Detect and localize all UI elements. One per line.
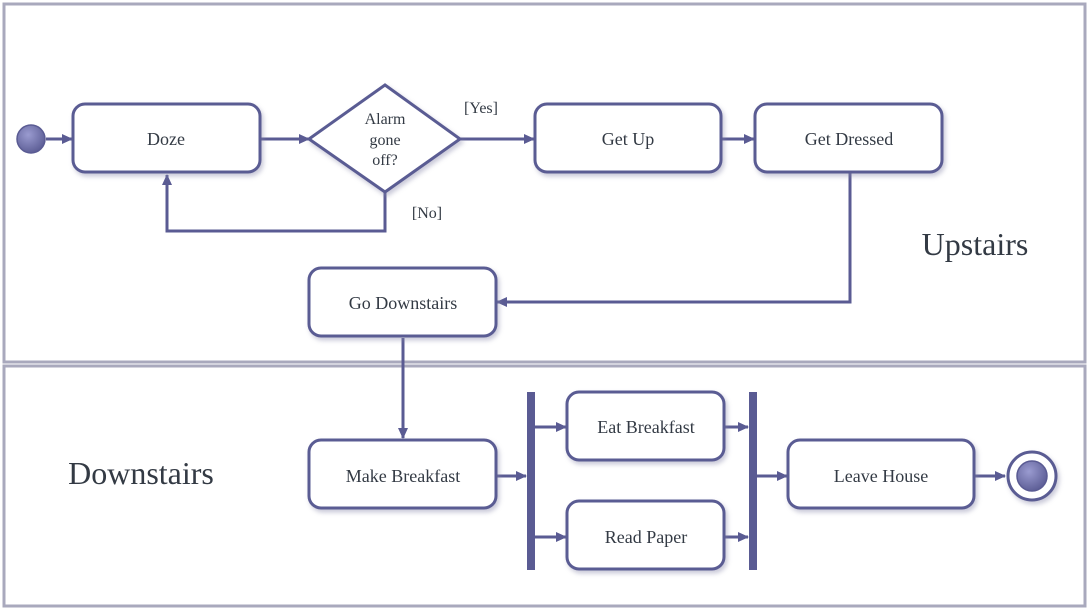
node-get-up-label: Get Up <box>602 129 655 149</box>
guard-no: [No] <box>412 205 442 222</box>
node-eat-breakfast-label: Eat Breakfast <box>597 417 694 437</box>
node-eat-breakfast <box>565 390 726 462</box>
node-doze <box>71 102 262 174</box>
node-make-breakfast-label: Make Breakfast <box>346 466 460 486</box>
node-leave-house <box>786 438 976 510</box>
downstairs-lane <box>2 364 1087 608</box>
node-go-downstairs <box>307 266 498 338</box>
decision-node <box>306 83 463 194</box>
fork-bar <box>527 392 535 570</box>
edge-dressed-to-downstairs <box>496 173 852 307</box>
final-node <box>1006 450 1058 502</box>
join-bar <box>749 392 757 570</box>
flow-edges <box>46 134 1006 542</box>
edge-decision-no <box>162 174 387 233</box>
node-read-paper-label: Read Paper <box>605 527 687 547</box>
decision-label-line2: gone <box>369 132 400 149</box>
downstairs-lane-label: Downstairs <box>68 455 214 491</box>
node-doze-label: Doze <box>147 129 185 149</box>
node-go-downstairs-label: Go Downstairs <box>349 293 458 313</box>
node-get-dressed <box>753 102 944 174</box>
decision-label-line3: off? <box>372 152 397 169</box>
initial-node <box>16 124 46 154</box>
upstairs-lane-label: Upstairs <box>922 226 1029 262</box>
node-get-dressed-label: Get Dressed <box>805 129 893 149</box>
upstairs-lane <box>2 2 1087 364</box>
node-leave-house-label: Leave House <box>834 466 928 486</box>
guard-yes: [Yes] <box>464 100 498 117</box>
decision-label-line1: Alarm <box>365 111 406 128</box>
node-make-breakfast <box>307 438 498 510</box>
node-read-paper <box>565 499 726 571</box>
node-get-up <box>533 102 723 174</box>
